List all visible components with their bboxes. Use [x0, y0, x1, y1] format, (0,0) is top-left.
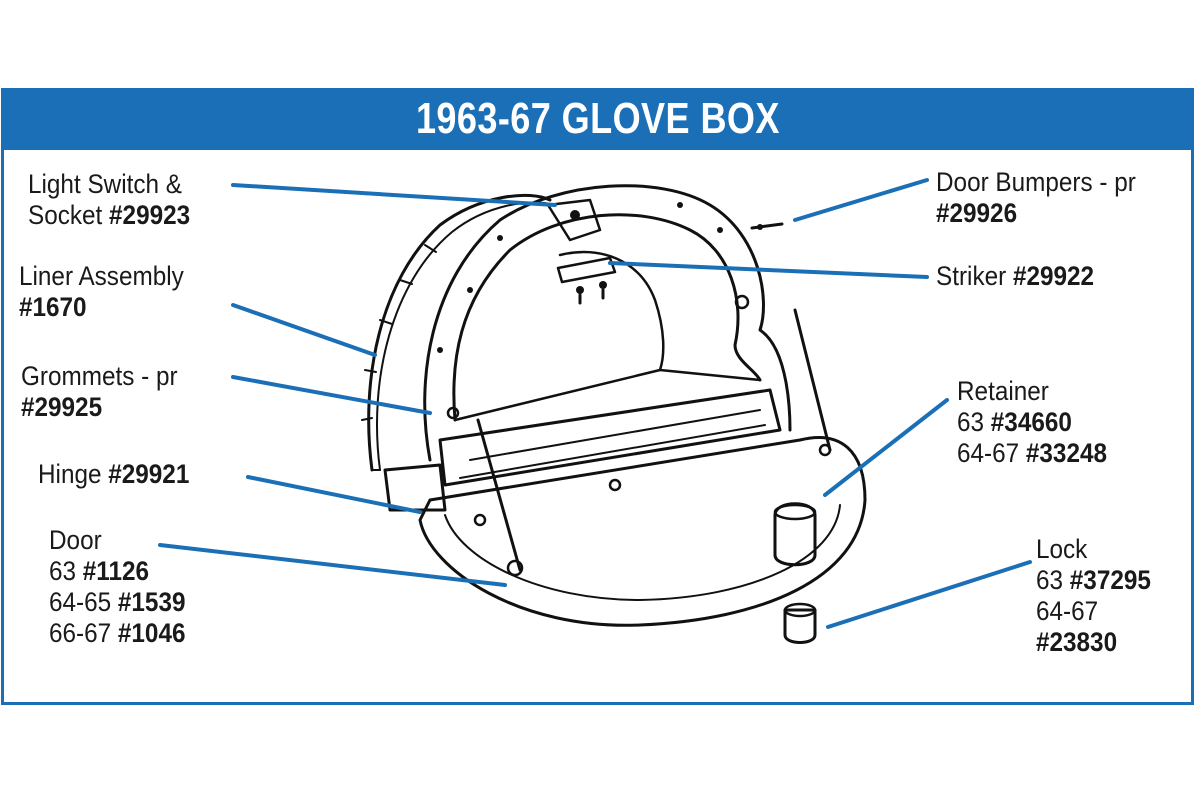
- striker-plate: [556, 256, 617, 284]
- label-retainer: Retainer 63 #34660 64-67 #33248: [957, 376, 1107, 469]
- door-year-1: 63: [49, 556, 83, 586]
- lock-year-2: 64-67: [1036, 596, 1099, 626]
- retainer-name: Retainer: [957, 376, 1049, 406]
- lock-year-1: 63: [1036, 565, 1070, 595]
- liner-shell-outer: [376, 201, 556, 471]
- retainer-year-1: 63: [957, 407, 991, 437]
- grommets-name: Grommets - pr: [21, 361, 178, 391]
- label-light-switch: Light Switch & Socket #29923: [28, 169, 190, 231]
- frame-arch-outer: [423, 184, 792, 462]
- label-door-bumpers: Door Bumpers - pr #29926: [936, 167, 1136, 229]
- leader-door-bumpers: [793, 178, 929, 222]
- hinge-rail: [438, 388, 782, 487]
- hinge-rail-inner: [469, 409, 761, 461]
- liner-floor: [453, 368, 762, 422]
- liner-name: Liner Assembly: [19, 261, 184, 291]
- door-bumpers-part-number: #29926: [936, 198, 1018, 228]
- light-switch-bracket: [546, 198, 602, 242]
- leader-striker: [608, 261, 929, 279]
- leader-hinge: [246, 475, 422, 514]
- door-year-3: 66-67: [49, 618, 118, 648]
- liner-part-number: #1670: [19, 292, 87, 322]
- label-striker: Striker #29922: [936, 261, 1094, 292]
- striker-name: Striker: [936, 261, 1013, 291]
- lock-cylinder: [783, 608, 817, 644]
- door-bumper: [750, 222, 784, 230]
- striker-part-number: #29922: [1012, 261, 1095, 291]
- leader-liner: [231, 303, 377, 357]
- door-part-number-3: #1046: [117, 618, 186, 648]
- retainer-rod-left: [476, 418, 522, 572]
- leader-retainer: [823, 398, 949, 497]
- label-hinge: Hinge #29921: [38, 459, 189, 490]
- title-banner: 1963-67 GLOVE BOX: [1, 88, 1194, 150]
- label-liner: Liner Assembly #1670: [19, 261, 184, 323]
- door-part-number-2: #1539: [117, 587, 186, 617]
- door-panel: [418, 436, 867, 627]
- lock-part-number-2: #23830: [1036, 627, 1118, 657]
- lock-part-number-1: #37295: [1069, 565, 1151, 595]
- door-bumpers-name: Door Bumpers - pr: [936, 167, 1136, 197]
- lock-name: Lock: [1036, 534, 1088, 564]
- light-switch-part-number: #29923: [109, 200, 191, 230]
- retainer-part-number-1: #34660: [990, 407, 1072, 437]
- page-title: 1963-67 GLOVE BOX: [415, 94, 780, 143]
- door-name: Door: [49, 525, 102, 555]
- hinge-part-number: #29921: [108, 459, 190, 489]
- hinge-name: Hinge: [38, 459, 109, 489]
- light-switch-name-2: Socket: [28, 200, 110, 230]
- light-switch-name: Light Switch &: [28, 169, 182, 199]
- leader-light-switch: [231, 183, 557, 207]
- grommets-part-number: #29925: [21, 392, 103, 422]
- leader-door: [158, 543, 507, 587]
- retainer-part-number-2: #33248: [1025, 438, 1108, 468]
- hinge-bracket: [383, 463, 447, 512]
- door-part-number-1: #1126: [82, 556, 150, 586]
- liner-shell: [367, 193, 552, 472]
- liner-edge-decor: [361, 244, 437, 471]
- door-year-2: 64-65: [49, 587, 118, 617]
- leader-grommets: [231, 375, 432, 415]
- label-door: Door 63 #1126 64-65 #1539 66-67 #1046: [49, 525, 185, 649]
- label-grommets: Grommets - pr #29925: [21, 361, 178, 423]
- liner-interior: [558, 250, 665, 372]
- leader-lock: [826, 560, 1032, 629]
- retainer-year-2: 64-67: [957, 438, 1026, 468]
- retainer-rod-right: [793, 308, 832, 452]
- label-lock: Lock 63 #37295 64-67 #23830: [1036, 534, 1151, 658]
- frame-arch-inner: [452, 213, 762, 422]
